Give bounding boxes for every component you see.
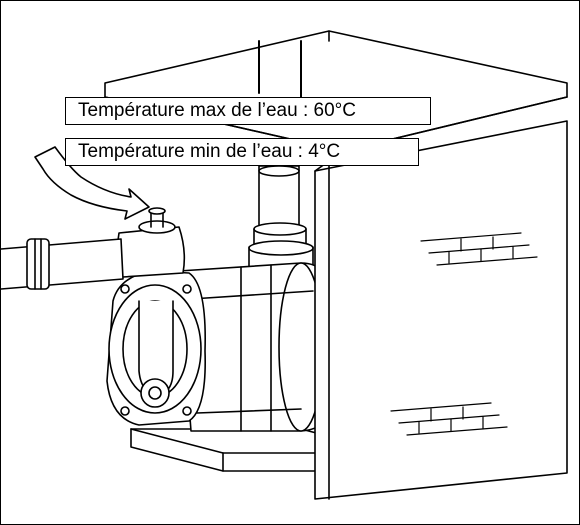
- max-temperature-label: Température max de l’eau : 60°C: [65, 97, 431, 125]
- inlet-fitting: [116, 207, 186, 278]
- top-shelf: [104, 30, 568, 152]
- brick-symbol-upper: [420, 232, 538, 266]
- inlet-pipe: [1, 238, 124, 290]
- upper-pipe: [258, 40, 302, 100]
- right-wall: [314, 120, 568, 500]
- discharge-pipe: [248, 165, 314, 270]
- pump-head: [106, 270, 206, 426]
- brick-symbol-lower: [390, 402, 508, 436]
- flow-arrow: [34, 146, 150, 220]
- min-temperature-label: Température min de l’eau : 4°C: [65, 138, 419, 166]
